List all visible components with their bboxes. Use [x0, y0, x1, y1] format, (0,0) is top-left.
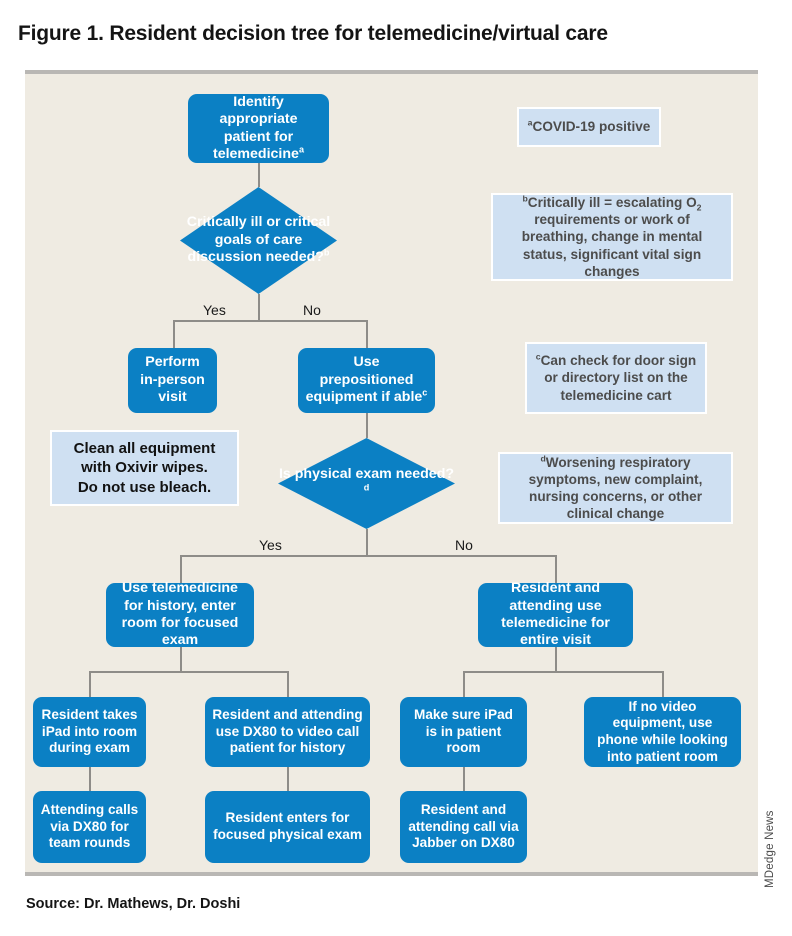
footnote-marker-a-note: a — [527, 117, 533, 128]
connector-entire-visit-stub — [555, 647, 557, 672]
note-footnote-b-line1: Critically ill = escalating O — [527, 195, 697, 211]
connector-d1-split — [173, 320, 368, 322]
node-attending-calls-dx80[interactable]: Attending calls via DX80 for team rounds — [33, 791, 146, 863]
note-clean-equipment: Clean all equipment with Oxivir wipes. D… — [50, 430, 239, 506]
note-footnote-d: dWorsening respiratory symptoms, new com… — [498, 452, 733, 524]
connector-identify-to-d1 — [258, 163, 260, 187]
connector-right-pair-split — [463, 671, 663, 673]
connector-d2-split — [180, 555, 556, 557]
note-clean-line-3: Do not use bleach. — [77, 478, 212, 496]
branch-label-d1-no: No — [303, 302, 321, 318]
footnote-marker-c-note: c — [535, 351, 541, 362]
decision-physical-exam-needed[interactable]: Is physical exam needed?d — [278, 438, 455, 529]
mdedge-credit: MDedge News — [764, 810, 776, 888]
footnote-marker-a: a — [298, 144, 304, 155]
node-use-prepositioned-equipment[interactable]: Use prepositioned equipment if ablec — [298, 348, 435, 413]
footnote-marker-b: b — [323, 247, 330, 258]
note-footnote-b-line2: requirements or work of breathing, chang… — [521, 212, 703, 279]
source-line: Source: Dr. Mathews, Dr. Doshi — [26, 896, 241, 912]
connector-resident-dx80-drop — [287, 671, 289, 697]
node-no-video-equipment-label: If no video equipment, use phone while l… — [597, 698, 728, 764]
decision-critically-ill-label: Critically ill or critical goals of care… — [186, 213, 331, 266]
connector-prepositioned-to-d2 — [366, 413, 368, 438]
connector-ipad-to-attending-calls — [89, 767, 91, 791]
note-footnote-c-text: Can check for door sign or directory lis… — [540, 353, 697, 403]
node-resident-attending-entire-visit-label: Resident and attending use telemedicine … — [501, 580, 610, 649]
decision-critically-ill[interactable]: Critically ill or critical goals of care… — [180, 187, 337, 294]
node-use-telemedicine-for-history[interactable]: Use telemedicine for history, enter room… — [106, 580, 254, 649]
node-perform-in-person-visit[interactable]: Perform in-person visit — [128, 348, 217, 413]
connector-d1-stub — [258, 294, 260, 321]
node-resident-attending-jabber[interactable]: Resident and attending call via Jabber o… — [400, 791, 527, 863]
page-title: Figure 1. Resident decision tree for tel… — [18, 22, 608, 45]
note-footnote-a: aCOVID-19 positive — [517, 107, 661, 147]
node-attending-calls-dx80-label: Attending calls via DX80 for team rounds — [40, 801, 139, 851]
connector-dx80-to-resident-enters — [287, 767, 289, 791]
node-resident-attending-jabber-label: Resident and attending call via Jabber o… — [408, 801, 519, 851]
footnote-marker-c: c — [422, 387, 428, 398]
decision-tree-canvas: Identify appropriate patient for telemed… — [25, 70, 758, 876]
note-footnote-a-text: COVID-19 positive — [532, 119, 651, 135]
footnote-marker-d: d — [363, 481, 370, 492]
branch-label-d2-yes: Yes — [259, 537, 282, 553]
footnote-marker-d-note: d — [540, 453, 546, 464]
note-footnote-b: bCritically ill = escalating O2 requirem… — [491, 193, 733, 281]
connector-telemed-history-stub — [180, 647, 182, 672]
footnote-marker-b-note: b — [522, 193, 528, 204]
node-make-sure-ipad-in-room-label: Make sure iPad is in patient room — [414, 706, 513, 756]
note-footnote-c: cCan check for door sign or directory li… — [525, 342, 707, 414]
node-resident-takes-ipad[interactable]: Resident takes iPad into room during exa… — [33, 697, 146, 767]
connector-ipad-room-to-jabber — [463, 767, 465, 791]
node-resident-dx80-video-call[interactable]: Resident and attending use DX80 to video… — [205, 697, 370, 767]
node-make-sure-ipad-in-room[interactable]: Make sure iPad is in patient room — [400, 697, 527, 767]
connector-make-sure-ipad-drop — [463, 671, 465, 697]
note-clean-line-1: Clean all equipment — [73, 439, 216, 457]
node-resident-attending-entire-visit[interactable]: Resident and attending use telemedicine … — [478, 580, 633, 649]
note-footnote-b-subscript: 2 — [696, 202, 702, 213]
connector-d2-no-drop — [555, 555, 557, 583]
connector-no-video-drop — [662, 671, 664, 697]
branch-label-d2-no: No — [455, 537, 473, 553]
connector-left-pair-split — [89, 671, 288, 673]
connector-d1-yes-drop — [173, 320, 175, 348]
connector-d2-yes-drop — [180, 555, 182, 583]
credit-wrap: MDedge News — [764, 758, 780, 888]
note-footnote-d-text: Worsening respiratory symptoms, new comp… — [528, 454, 703, 522]
node-resident-enters-focused-exam-label: Resident enters for focused physical exa… — [213, 810, 362, 842]
node-perform-in-person-label: Perform in-person visit — [140, 354, 205, 406]
node-use-prepositioned-label: Use prepositioned equipment if able — [305, 354, 423, 406]
node-identify-patient[interactable]: Identify appropriate patient for telemed… — [188, 94, 329, 163]
node-use-telemedicine-for-history-label: Use telemedicine for history, enter room… — [121, 580, 239, 649]
node-resident-takes-ipad-label: Resident takes iPad into room during exa… — [41, 706, 138, 756]
node-no-video-equipment[interactable]: If no video equipment, use phone while l… — [584, 697, 741, 767]
decision-physical-exam-label: Is physical exam needed? — [278, 465, 455, 482]
connector-d2-stub — [366, 529, 368, 556]
node-resident-dx80-video-call-label: Resident and attending use DX80 to video… — [212, 706, 363, 756]
branch-label-d1-yes: Yes — [203, 302, 226, 318]
note-clean-line-2: with Oxivir wipes. — [81, 459, 208, 477]
connector-resident-ipad-drop — [89, 671, 91, 697]
node-identify-label: Identify appropriate patient for telemed… — [212, 93, 299, 162]
node-resident-enters-focused-exam[interactable]: Resident enters for focused physical exa… — [205, 791, 370, 863]
connector-d1-no-drop — [366, 320, 368, 348]
